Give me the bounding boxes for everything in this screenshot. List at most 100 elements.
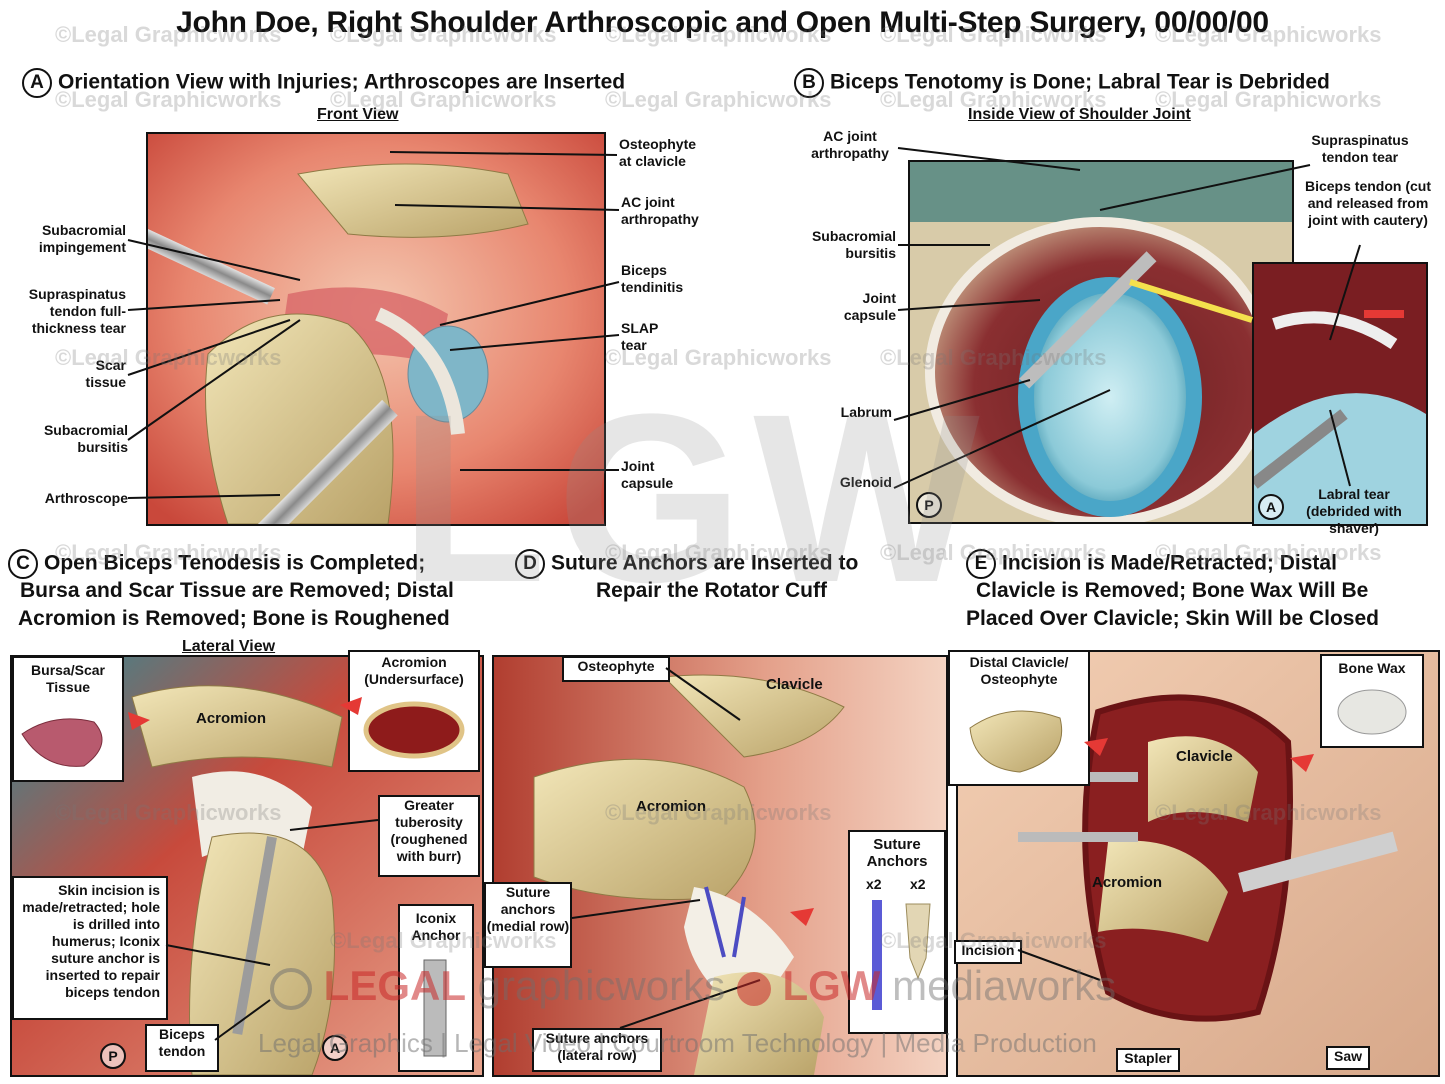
panel-c-posterior-marker: P bbox=[100, 1043, 126, 1069]
distal-clavicle-image bbox=[969, 710, 1063, 773]
suture-anchor-images bbox=[872, 900, 931, 1010]
watermark-7: ©Legal Graphicworks bbox=[330, 87, 557, 112]
label-glenoid: Glenoid bbox=[839, 474, 892, 490]
label-box-lateral-row: Suture anchors (lateral row) bbox=[532, 1028, 662, 1072]
section-e-title-1: Incision is Made/Retracted; Distal bbox=[1002, 551, 1337, 575]
watermark-1: ©Legal Graphicworks bbox=[55, 22, 282, 47]
watermark-20: ©Legal Graphicworks bbox=[1155, 800, 1382, 825]
section-d-title-2: Repair the Rotator Cuff bbox=[596, 579, 827, 602]
brand-mediaworks: mediaworks bbox=[892, 962, 1117, 1009]
label-ac-joint-b: AC joint arthropathy bbox=[811, 128, 889, 161]
watermark-8: ©Legal Graphicworks bbox=[605, 87, 832, 112]
label-acromion-e: Acromion bbox=[1092, 874, 1163, 891]
section-c-letter: C bbox=[8, 549, 38, 579]
label-biceps-tendinitis: Biceps tendinitis bbox=[621, 262, 684, 295]
watermark-21: ©Legal Graphicworks bbox=[330, 928, 557, 953]
label-clavicle-e: Clavicle bbox=[1176, 748, 1233, 765]
label-stapler: Stapler bbox=[1124, 1050, 1172, 1066]
watermark-22: ©Legal Graphicworks bbox=[880, 928, 1107, 953]
label-skin-incision: Skin incision is made/retracted; hole is… bbox=[22, 882, 160, 1000]
bursa-tissue-image bbox=[21, 718, 103, 767]
inset-suture-anchors: Suture Anchors x2 x2 bbox=[848, 830, 946, 1034]
label-osteophyte-d: Osteophyte bbox=[577, 658, 655, 674]
label-x2-b: x2 bbox=[910, 876, 926, 892]
label-labrum: Labrum bbox=[840, 404, 892, 420]
watermark-12: ©Legal Graphicworks bbox=[605, 345, 832, 370]
section-b-letter: B bbox=[794, 68, 824, 98]
label-biceps-tendon-c: Biceps tendon bbox=[158, 1026, 206, 1059]
label-ac-joint-a: AC joint arthropathy bbox=[621, 194, 699, 227]
label-iconix-anchor: Iconix Anchor bbox=[411, 910, 461, 943]
section-e-letter: E bbox=[966, 549, 996, 579]
label-suture-anchors-inset: Suture Anchors bbox=[866, 836, 928, 870]
inset-acromion-undersurface: Acromion (Undersurface) bbox=[348, 650, 480, 772]
label-scar-tissue: Scar tissue bbox=[85, 357, 126, 390]
section-b-title: Biceps Tenotomy is Done; Labral Tear is … bbox=[830, 70, 1330, 94]
label-biceps-tendon-cut: Biceps tendon (cut and released from joi… bbox=[1304, 178, 1431, 228]
label-acromion-d: Acromion bbox=[636, 798, 707, 815]
label-labral-tear: Labral tear (debrided with shaver) bbox=[1306, 486, 1402, 536]
section-c-title-3: Acromion is Removed; Bone is Roughened bbox=[18, 607, 450, 630]
label-box-stapler: Stapler bbox=[1116, 1048, 1180, 1072]
brand-tagline: Legal Graphics | Legal Video | Courtroom… bbox=[258, 1028, 1097, 1058]
watermark-2: ©Legal Graphicworks bbox=[330, 22, 557, 47]
section-e-title-3: Placed Over Clavicle; Skin Will be Close… bbox=[966, 607, 1379, 630]
watermark-6: ©Legal Graphicworks bbox=[55, 87, 282, 112]
section-d-letter: D bbox=[515, 549, 545, 579]
watermark-15: ©Legal Graphicworks bbox=[605, 540, 832, 565]
label-box-incision: Incision bbox=[954, 940, 1022, 964]
inset-distal-clavicle: Distal Clavicle/ Osteophyte bbox=[948, 650, 1090, 786]
section-a-title: Orientation View with Injuries; Arthrosc… bbox=[58, 70, 626, 94]
play-icon bbox=[736, 971, 771, 1006]
label-acromion-undersurface: Acromion (Undersurface) bbox=[364, 654, 464, 687]
label-suture-anchors-lateral: Suture anchors (lateral row) bbox=[545, 1030, 649, 1063]
label-supraspinatus-tear: Supraspinatus tendon full-thickness tear bbox=[28, 286, 126, 336]
bone-wax-image bbox=[1337, 689, 1407, 735]
label-osteophyte-clavicle: Osteophyte at clavicle bbox=[619, 136, 697, 169]
section-c-title-2: Bursa and Scar Tissue are Removed; Dista… bbox=[20, 579, 454, 602]
watermark-9: ©Legal Graphicworks bbox=[880, 87, 1107, 112]
label-subacromial-impingement: Subacromial impingement bbox=[38, 222, 126, 255]
label-suture-anchors-medial: Suture anchors (medial row) bbox=[486, 884, 570, 934]
brand-lgw: LGW bbox=[782, 962, 881, 1009]
label-box-saw: Saw bbox=[1326, 1046, 1370, 1070]
watermark-10: ©Legal Graphicworks bbox=[1155, 87, 1382, 112]
watermark-14: ©Legal Graphicworks bbox=[55, 540, 282, 565]
brand-line: LEGAL graphicworks LGW mediaworks bbox=[270, 962, 1116, 1010]
watermark-11: ©Legal Graphicworks bbox=[55, 345, 282, 370]
label-joint-capsule-a: Joint capsule bbox=[621, 458, 674, 491]
panel-b-posterior-marker: P bbox=[916, 492, 942, 518]
section-e-title-2: Clavicle is Removed; Bone Wax Will Be bbox=[976, 579, 1369, 602]
label-arthroscope: Arthroscope bbox=[44, 490, 128, 506]
watermark-17: ©Legal Graphicworks bbox=[1155, 540, 1382, 565]
label-slap-tear: SLAP tear bbox=[621, 320, 659, 353]
watermark-18: ©Legal Graphicworks bbox=[55, 800, 282, 825]
label-bursa-scar: Bursa/Scar Tissue bbox=[31, 662, 105, 695]
label-x2-a: x2 bbox=[866, 876, 882, 892]
label-acromion-c: Acromion bbox=[195, 710, 266, 727]
label-distal-clavicle: Distal Clavicle/ Osteophyte bbox=[969, 654, 1069, 687]
inset-iconix-anchor: Iconix Anchor bbox=[398, 904, 474, 1072]
section-c-subheading: Lateral View bbox=[182, 638, 276, 655]
label-box-medial-row: Suture anchors (medial row) bbox=[484, 882, 572, 968]
label-bone-wax: Bone Wax bbox=[1338, 660, 1406, 676]
brand-graphicworks: graphicworks bbox=[477, 962, 726, 1009]
label-box-osteophyte-d: Osteophyte bbox=[562, 656, 670, 682]
watermark-13: ©Legal Graphicworks bbox=[880, 345, 1107, 370]
label-joint-capsule-b: Joint capsule bbox=[843, 290, 896, 323]
watermark-16: ©Legal Graphicworks bbox=[880, 540, 1107, 565]
section-b-subheading: Inside View of Shoulder Joint bbox=[968, 106, 1191, 123]
label-saw: Saw bbox=[1333, 1048, 1362, 1064]
iconix-anchor-image bbox=[423, 959, 447, 1057]
label-box-biceps-tendon: Biceps tendon bbox=[145, 1024, 219, 1072]
label-incision: Incision bbox=[961, 942, 1015, 958]
brand-legal: LEGAL bbox=[323, 962, 466, 1009]
inset-bone-wax: Bone Wax bbox=[1320, 654, 1424, 748]
center-lgw-mark: LGW bbox=[400, 364, 990, 632]
section-a-letter: A bbox=[22, 68, 52, 98]
watermark-19: ©Legal Graphicworks bbox=[605, 800, 832, 825]
